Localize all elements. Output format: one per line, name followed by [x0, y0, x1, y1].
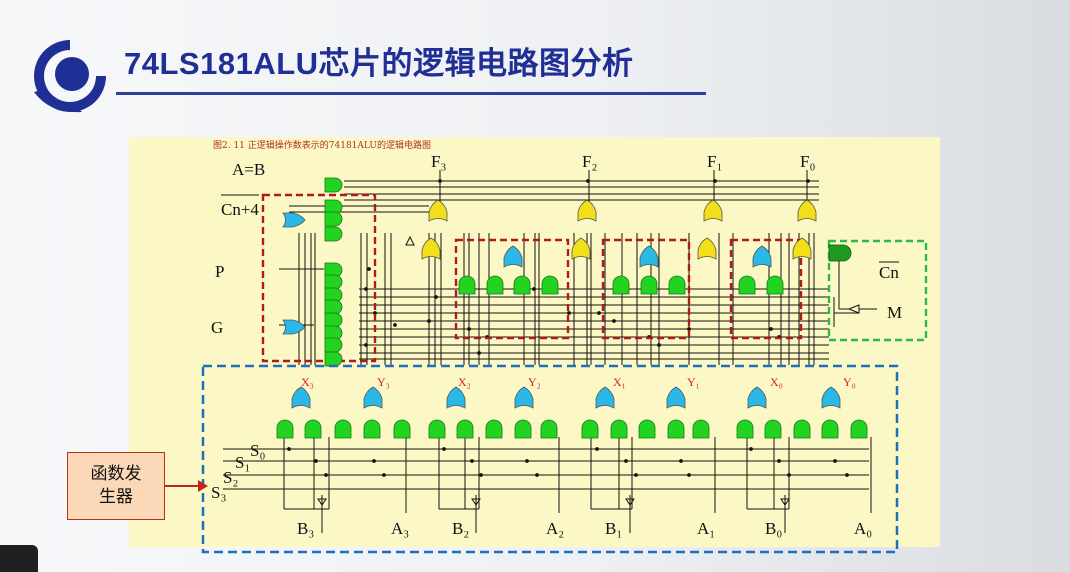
- junction-dot: [713, 179, 717, 183]
- arrow-icon: [198, 480, 208, 492]
- label-s1: S₁: [235, 453, 250, 472]
- junction-dot: [634, 473, 638, 477]
- label-f3: F₃: [431, 152, 446, 171]
- label-a0: A₀: [854, 519, 872, 538]
- label-x0: X₀: [770, 375, 783, 389]
- junction-dot: [372, 459, 376, 463]
- junction-dot: [442, 447, 446, 451]
- label-p: P: [215, 262, 224, 281]
- function-generator-box: [201, 364, 899, 554]
- label-s2: S₂: [223, 468, 238, 487]
- label-y0: Y₀: [843, 375, 856, 389]
- title-underline: [116, 92, 706, 95]
- label-a3: A₃: [391, 519, 409, 538]
- label-x1: X₁: [613, 375, 626, 389]
- junction-dot: [373, 311, 377, 315]
- nand-gate: [828, 244, 852, 262]
- junction-dot: [535, 473, 539, 477]
- label-b1: B₁: [605, 519, 622, 538]
- junction-dot: [382, 473, 386, 477]
- junction-dot: [434, 295, 438, 299]
- red-dashed-box-2: [601, 238, 691, 340]
- junction-dot: [612, 319, 616, 323]
- circuit-svg: 图2. 11 正逻辑操作数表示的74181ALU的逻辑电路图 F₃ F₂ F₁ …: [211, 139, 928, 538]
- junction-dot: [777, 459, 781, 463]
- junction-dot: [595, 447, 599, 451]
- function-generator-callout: 函数发生器: [67, 452, 165, 520]
- label-b3: B₃: [297, 519, 314, 538]
- junction-dot: [367, 267, 371, 271]
- callout-line-2: 生器: [99, 487, 133, 507]
- junction-dot: [314, 459, 318, 463]
- corner-tab: [0, 545, 38, 572]
- alu-circuit-diagram: 图2. 11 正逻辑操作数表示的74181ALU的逻辑电路图 F₃ F₂ F₁ …: [129, 137, 940, 547]
- junction-dot: [287, 447, 291, 451]
- label-f0: F₀: [800, 152, 815, 171]
- junction-dot: [749, 447, 753, 451]
- label-s3: S₃: [211, 483, 226, 502]
- red-dashed-box-3: [729, 238, 803, 340]
- junction-dot: [687, 473, 691, 477]
- slide-title: 74LS181ALU芯片的逻辑电路图分析: [124, 46, 634, 81]
- callout-line-1: 函数发: [90, 464, 142, 485]
- junction-dot: [586, 179, 590, 183]
- label-x3: X₃: [301, 375, 314, 389]
- junction-dot: [679, 459, 683, 463]
- green-dashed-box: [827, 239, 928, 342]
- red-dashed-box-0: [261, 193, 377, 363]
- label-f1: F₁: [707, 152, 722, 171]
- junction-dot: [567, 311, 571, 315]
- junction-dot: [364, 287, 368, 291]
- red-dashed-box-1: [454, 238, 570, 340]
- junction-dot: [477, 351, 481, 355]
- label-y2: Y₂: [528, 375, 541, 389]
- junction-dot: [532, 287, 536, 291]
- junction-dot: [657, 343, 661, 347]
- junction-dot: [806, 179, 810, 183]
- label-cn4: Cn+4: [221, 200, 259, 219]
- junction-dot: [364, 343, 368, 347]
- label-a2: A₂: [546, 519, 564, 538]
- label-b0: B₀: [765, 519, 782, 538]
- label-y1: Y₁: [687, 375, 700, 389]
- junction-dot: [393, 323, 397, 327]
- label-b2: B₂: [452, 519, 469, 538]
- label-x2: X₂: [458, 375, 471, 389]
- diagram-caption: 图2. 11 正逻辑操作数表示的74181ALU的逻辑电路图: [213, 139, 431, 151]
- junction-dot: [769, 327, 773, 331]
- junction-dot: [525, 459, 529, 463]
- junction-dot: [597, 311, 601, 315]
- junction-dot: [687, 327, 691, 331]
- junction-dot: [624, 459, 628, 463]
- junction-dot: [324, 473, 328, 477]
- logo-icon: [34, 40, 106, 113]
- junction-dot: [427, 319, 431, 323]
- junction-dot: [438, 179, 442, 183]
- junction-dot: [833, 459, 837, 463]
- label-cn: Cn: [879, 263, 899, 282]
- junction-dot: [845, 473, 849, 477]
- label-g: G: [211, 318, 223, 337]
- label-m: M: [887, 303, 902, 322]
- label-s0: S₀: [250, 441, 265, 460]
- label-y3: Y₃: [377, 375, 390, 389]
- label-a-eq-b: A=B: [232, 160, 265, 179]
- junction-dot: [787, 473, 791, 477]
- junction-dot: [470, 459, 474, 463]
- label-f2: F₂: [582, 152, 597, 171]
- junction-dot: [479, 473, 483, 477]
- label-a1: A₁: [697, 519, 715, 538]
- junction-dot: [467, 327, 471, 331]
